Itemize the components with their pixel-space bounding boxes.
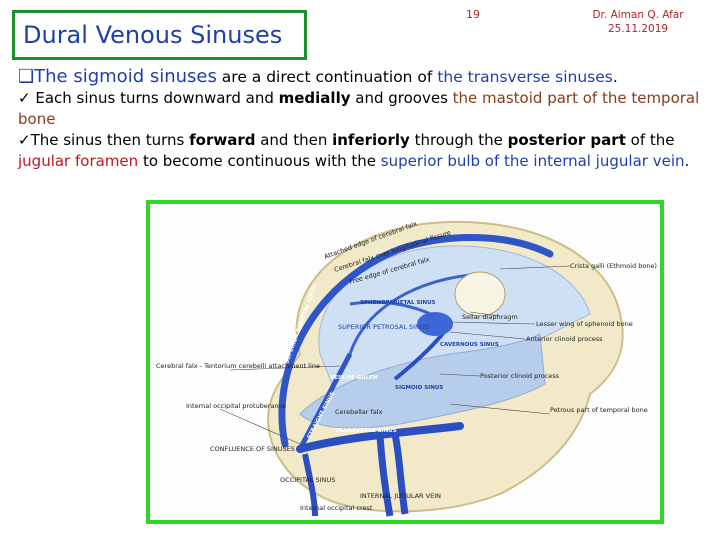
bullet-1-term: The sigmoid sinuses (34, 66, 217, 87)
straight-sinus (297, 352, 353, 451)
label-petrosal-sinus: SUPERIOR PETROSAL SINUS (338, 323, 429, 331)
bullet-3-bold-b: inferiorly (332, 131, 410, 149)
label-confluence: CONFLUENCE OF SINUSES (210, 445, 295, 453)
slide-number: 19 (466, 8, 480, 21)
label-internal-jugular-vein: INTERNAL JUGULAR VEIN (360, 492, 441, 500)
bullet-3: ✓The sinus then turns forward and then i… (18, 130, 710, 172)
occipital-sinus (302, 453, 318, 517)
author-name: Dr. Aiman Q. Afar (592, 9, 684, 21)
bullet-3-end: . (684, 152, 690, 170)
internal-jugular-vein (376, 435, 394, 517)
anatomy-figure: Crista galli (Ethmoid bone) Sellar diaph… (146, 200, 664, 524)
bullet-3-text-d: of the (625, 131, 675, 149)
title-box: Dural Venous Sinuses (12, 10, 307, 60)
bullet-3-text: The sinus then turns (30, 131, 190, 149)
author-date: 25.11.2019 (607, 23, 669, 35)
slide-body: ❑The sigmoid sinuses are a direct contin… (18, 66, 710, 172)
bullet-3-text-e: to become continuous with the (138, 152, 381, 170)
bullet-3-highlight-b: superior bulb of the internal jugular ve… (380, 152, 685, 170)
bullet-3-text-c: through the (409, 131, 508, 149)
label-transverse-sinus: TRANSVERSE SINUS (335, 428, 397, 434)
tentorium (299, 333, 546, 429)
label-vein-of-galen: VEIN OF GALEN (330, 375, 378, 381)
label-lesser-wing: Lesser wing of sphenoid bone (536, 320, 633, 328)
author-block: Dr. Aiman Q. Afar 25.11.2019 (583, 8, 693, 36)
label-posterior-clinoid: Posterior clinoid process (480, 372, 560, 380)
crista-galli (454, 271, 506, 317)
bullet-1-end: . (612, 68, 618, 86)
label-internal-occipital-crest: Internal occipital crest (300, 504, 373, 512)
check-bullet-icon: ✓ (18, 131, 31, 149)
label-crista-galli: Crista galli (Ethmoid bone) (570, 262, 657, 270)
label-sellar-diaphragm: Sellar diaphragm (462, 313, 518, 321)
bullet-2: ✓ Each sinus turns downward and medially… (18, 88, 710, 130)
bullet-1-highlight: the transverse sinuses (437, 68, 613, 86)
label-occipital-sinus: OCCIPITAL SINUS (280, 476, 335, 484)
bullet-2-text: Each sinus turns downward and (30, 89, 279, 107)
dural-sinus-diagram: Crista galli (Ethmoid bone) Sellar diaph… (156, 220, 657, 517)
bullet-3-text-b: and then (255, 131, 333, 149)
bullet-2-highlight: the mastoid part of the temporal bone (18, 89, 700, 128)
label-anterior-clinoid: Anterior clinoid process (526, 335, 603, 343)
bullet-3-bold-a: forward (189, 131, 256, 149)
bullet-3-highlight-a: jugular foramen (18, 152, 139, 170)
square-bullet-icon: ❑ (18, 66, 35, 87)
label-sigmoid-sinus: SIGMOID SINUS (395, 385, 443, 391)
cavernous-sinus (417, 312, 453, 336)
bullet-3-bold-c: posterior part (507, 131, 626, 149)
bullet-1-text: are a direct continuation of (216, 68, 438, 86)
label-internal-occipital-protuberance: Internal occipital protuberance (186, 402, 286, 410)
bullet-2-bold: medially (278, 89, 351, 107)
label-cerebellar-falx: Cerebellar falx (335, 408, 383, 416)
inferior-sagittal-sinus (348, 272, 481, 355)
bullet-1: ❑The sigmoid sinuses are a direct contin… (18, 66, 710, 88)
bullet-2-text-b: and grooves (350, 89, 453, 107)
check-bullet-icon: ✓ (18, 89, 31, 107)
superior-sagittal-sinus (278, 234, 554, 448)
label-cavernous-sinus: CAVERNOUS SINUS (440, 342, 499, 348)
transverse-sinus (296, 422, 464, 453)
label-falx-tentorium: Cerebral falx - Tentorium cerebelli atta… (156, 362, 320, 370)
label-sphenoparietal-sinus: SPHENOPARIETAL SINUS (360, 300, 436, 306)
page-title: Dural Venous Sinuses (23, 21, 283, 49)
sigmoid-sinus (391, 433, 409, 515)
sphenoparietal-sinus (349, 300, 436, 318)
label-petrous-part: Petrous part of temporal bone (550, 406, 648, 414)
